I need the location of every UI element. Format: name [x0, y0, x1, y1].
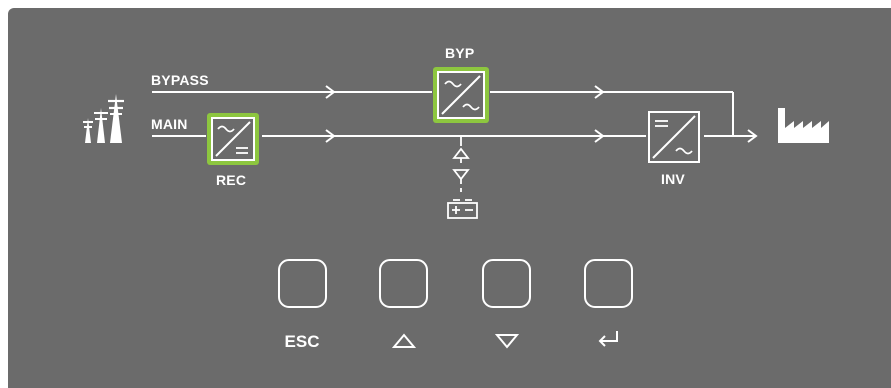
- inverter-module: [648, 111, 700, 163]
- bypass-switch-module: [433, 67, 489, 123]
- factory-icon: [778, 108, 829, 143]
- bypass-label: BYPASS: [151, 72, 209, 88]
- up-triangle-icon: [392, 333, 416, 348]
- bypass-line: [152, 85, 734, 136]
- down-triangle-icon: [495, 334, 519, 349]
- up-button[interactable]: [379, 259, 428, 308]
- bypass-switch-label: BYP: [445, 45, 475, 61]
- battery-path: [452, 136, 470, 192]
- esc-key-label: ESC: [284, 332, 320, 351]
- mimic-diagram: [83, 67, 829, 219]
- inverter-label: INV: [661, 171, 685, 187]
- power-pylons-icon: [83, 94, 124, 143]
- main-line: [152, 129, 758, 143]
- main-label: MAIN: [151, 116, 188, 132]
- down-button[interactable]: [482, 259, 531, 308]
- rectifier-label: REC: [216, 172, 247, 188]
- battery-icon: [447, 199, 478, 219]
- ups-control-panel: BYPASS MAIN REC BYP INV ESC: [8, 8, 891, 388]
- rectifier-module: [207, 113, 259, 165]
- enter-button[interactable]: [584, 259, 633, 308]
- esc-button[interactable]: [278, 259, 327, 308]
- enter-arrow-icon: [598, 331, 618, 347]
